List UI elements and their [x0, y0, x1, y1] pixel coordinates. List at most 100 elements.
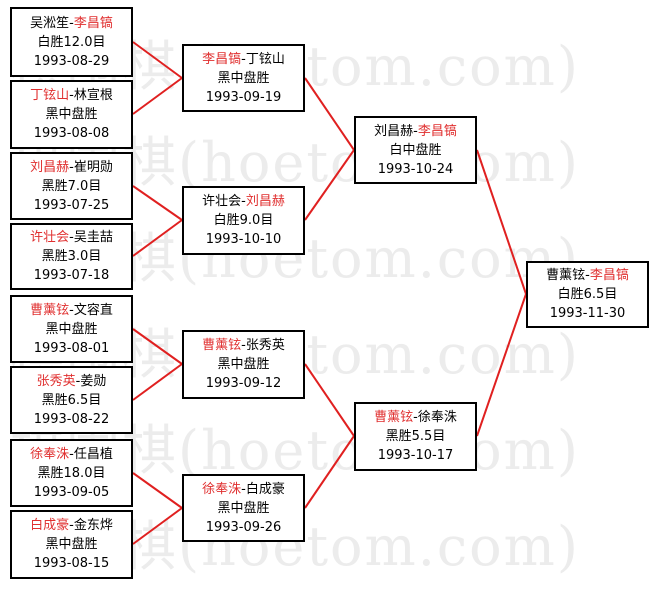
bracket-link [132, 77, 183, 115]
winner-name: 李昌镐 [73, 15, 113, 31]
bracket-link [132, 472, 183, 509]
match-players: 曹薰铉-李昌镐 [528, 266, 647, 285]
match-result: 白中盘胜 [389, 142, 442, 158]
separator: - [75, 373, 81, 389]
match-date: 1993-08-08 [33, 126, 110, 141]
match-box: 许壮会-刘昌赫白胜9.0目 1993-10-10 [182, 186, 305, 255]
match-date: 1993-09-26 [205, 519, 282, 535]
winner-name: 许壮会 [30, 230, 70, 245]
match-date: 1993-08-15 [33, 556, 110, 571]
match-date: 1993-08-29 [33, 53, 110, 69]
loser-name: 金东烨 [73, 518, 113, 533]
loser-name: 林宣根 [73, 88, 113, 103]
bracket-link [304, 363, 355, 437]
bracket-link [132, 41, 183, 79]
bracket-link [132, 219, 183, 257]
winner-name: 李昌镐 [202, 51, 242, 67]
loser-name: 吴淞笙 [30, 15, 70, 31]
match-players: 曹薰铉-徐奉洙 [356, 408, 475, 427]
separator: - [585, 268, 590, 283]
match-players: 吴淞笙-李昌镐 [12, 14, 131, 33]
match-box: 曹薰铉-张秀英黑中盘胜 1993-09-12 [182, 330, 305, 399]
winner-name: 刘昌赫 [30, 159, 70, 175]
separator: - [241, 51, 246, 67]
match-players: 徐奉洙-白成豪 [184, 480, 303, 499]
match-result: 黑胜5.5目 [385, 429, 446, 444]
match-box: 徐奉洙-白成豪黑中盘胜 1993-09-26 [182, 474, 305, 542]
match-players: 许壮会-吴圭喆 [12, 228, 131, 247]
match-result: 黑中盘胜 [217, 357, 270, 372]
match-players: 李昌镐-丁铉山 [184, 50, 303, 69]
winner-name: 刘昌赫 [245, 194, 285, 209]
loser-name: 文容直 [73, 302, 113, 318]
match-result: 黑中盘胜 [45, 107, 98, 122]
winner-name: 徐奉洙 [202, 481, 242, 497]
loser-name: 姜勋 [80, 373, 107, 389]
bracket-link [132, 185, 183, 221]
loser-name: 吴圭喆 [73, 230, 113, 245]
match-players: 许壮会-刘昌赫 [184, 192, 303, 211]
separator: - [69, 159, 74, 175]
winner-name: 白成豪 [30, 518, 70, 533]
match-date: 1993-10-10 [205, 232, 282, 247]
match-date: 1993-11-30 [549, 306, 626, 321]
match-players: 曹薰铉-张秀英 [184, 336, 303, 355]
loser-name: 张秀英 [245, 338, 285, 353]
match-box: 徐奉洙-任昌植黑胜18.0目 1993-09-05 [10, 439, 133, 507]
match-result: 白胜6.5目 [557, 287, 618, 302]
match-box: 丁铉山-林宣根黑中盘胜 1993-08-08 [10, 80, 133, 149]
loser-name: 丁铉山 [245, 51, 285, 67]
match-date: 1993-08-01 [33, 340, 110, 356]
separator: - [69, 302, 74, 318]
winner-name: 丁铉山 [30, 88, 70, 103]
match-result: 黑胜18.0目 [37, 465, 106, 481]
match-box: 白成豪-金东烨黑中盘胜 1993-08-15 [10, 510, 133, 579]
winner-name: 李昌镐 [589, 268, 629, 283]
match-date: 1993-10-24 [377, 161, 454, 177]
match-box: 曹薰铉-徐奉洙黑胜5.5目 1993-10-17 [354, 402, 477, 471]
match-result: 黑胜3.0目 [41, 249, 102, 264]
bracket-link [132, 363, 183, 401]
match-date: 1993-09-05 [33, 484, 110, 500]
match-players: 白成豪-金东烨 [12, 516, 131, 535]
loser-name: 刘昌赫 [374, 123, 414, 139]
match-date: 1993-07-25 [33, 197, 110, 213]
match-result: 黑胜6.5目 [41, 392, 102, 408]
bracket-link [132, 328, 183, 365]
separator: - [69, 15, 74, 31]
bracket-link [304, 77, 355, 151]
match-players: 丁铉山-林宣根 [12, 86, 131, 105]
match-result: 黑中盘胜 [45, 537, 98, 552]
match-date: 1993-10-17 [377, 448, 454, 463]
match-date: 1993-07-18 [33, 268, 110, 283]
loser-name: 曹薰铉 [546, 268, 586, 283]
match-result: 黑胜7.0目 [41, 178, 102, 194]
bracket-link [304, 435, 355, 509]
separator: - [241, 338, 246, 353]
match-date: 1993-09-12 [205, 376, 282, 391]
match-players: 徐奉洙-任昌植 [12, 445, 131, 464]
match-result: 白胜9.0目 [213, 213, 274, 228]
match-players: 刘昌赫-李昌镐 [356, 122, 475, 141]
separator: - [69, 446, 74, 462]
bracket-link [304, 149, 355, 221]
separator: - [69, 230, 74, 245]
winner-name: 李昌镐 [417, 123, 457, 139]
match-box: 刘昌赫-崔明勋黑胜7.0目 1993-07-25 [10, 152, 133, 220]
loser-name: 崔明勋 [73, 159, 113, 175]
separator: - [413, 410, 418, 425]
bracket-link [476, 149, 527, 295]
match-result: 黑中盘胜 [217, 500, 270, 516]
loser-name: 徐奉洙 [417, 410, 457, 425]
separator: - [69, 88, 74, 103]
separator: - [241, 481, 246, 497]
winner-name: 曹薰铉 [374, 410, 414, 425]
winner-name: 曹薰铉 [202, 338, 242, 353]
separator: - [413, 123, 418, 139]
match-result: 黑中盘胜 [45, 321, 98, 337]
match-result: 白胜12.0目 [37, 34, 106, 50]
bracket-link [132, 507, 183, 545]
